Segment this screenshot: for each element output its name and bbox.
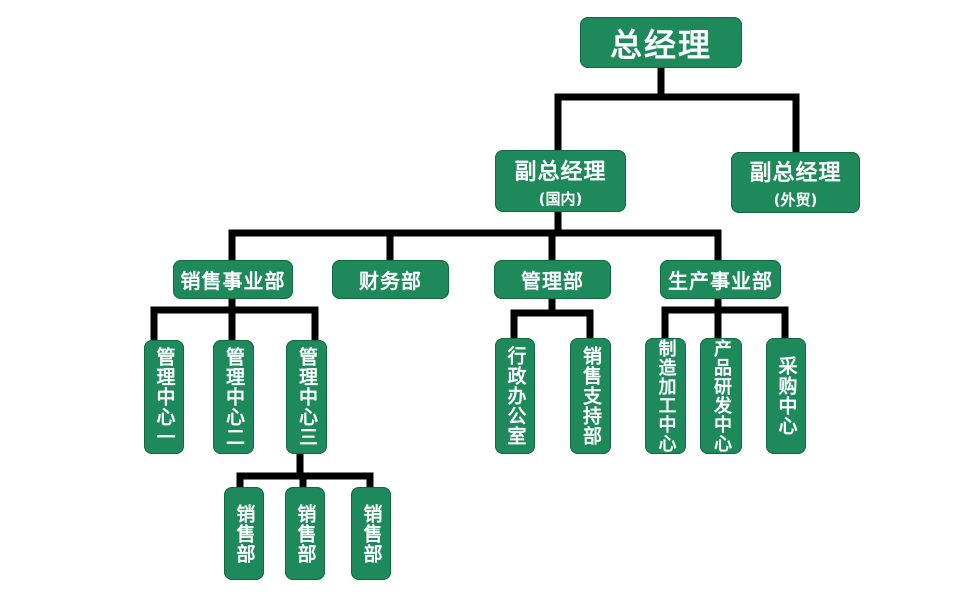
node-rd-center: 产品研发中心 xyxy=(700,338,742,454)
node-label: 产品研发中心 xyxy=(711,339,732,453)
node-label: 销售部 xyxy=(294,503,317,564)
node-label: 销售支持部 xyxy=(580,346,602,446)
node-label: 制造加工中心 xyxy=(655,339,677,453)
node-label: 销售事业部 xyxy=(180,269,286,293)
node-label: 行政办公室 xyxy=(504,346,527,446)
node-sublabel: (外贸) xyxy=(773,191,818,209)
node-production-division: 生产事业部 xyxy=(660,260,781,299)
node-label: 生产事业部 xyxy=(668,269,773,293)
node-manufacturing-center: 制造加工中心 xyxy=(645,338,686,454)
node-management-center-2: 管理中心二 xyxy=(213,340,254,454)
node-management: 管理部 xyxy=(494,260,611,299)
node-label: 副总经理 xyxy=(514,159,607,185)
node-sales-dept-1: 销售部 xyxy=(224,487,264,580)
node-admin-office: 行政办公室 xyxy=(495,338,535,454)
node-label: 管理部 xyxy=(521,269,584,293)
node-label: 管理中心三 xyxy=(296,347,318,447)
node-purchasing-center: 采购中心 xyxy=(766,338,806,454)
node-label: 管理中心二 xyxy=(223,347,245,447)
node-label: 销售部 xyxy=(360,503,383,564)
node-vp-foreign: 副总经理 (外贸) xyxy=(731,152,860,213)
node-ceo: 总经理 xyxy=(580,17,742,68)
node-label: 副总经理 xyxy=(749,161,842,186)
node-label: 总经理 xyxy=(609,25,712,64)
node-finance: 财务部 xyxy=(332,260,449,299)
node-management-center-3: 管理中心三 xyxy=(286,340,327,454)
node-vp-domestic: 副总经理 (国内) xyxy=(495,150,626,212)
node-sublabel: (国内) xyxy=(538,189,583,208)
node-management-center-1: 管理中心一 xyxy=(144,340,184,454)
node-sales-support: 销售支持部 xyxy=(570,338,611,454)
node-label: 采购中心 xyxy=(775,356,798,436)
node-sales-division: 销售事业部 xyxy=(173,260,293,299)
node-sales-dept-3: 销售部 xyxy=(351,487,391,580)
node-label: 财务部 xyxy=(359,269,422,293)
node-label: 销售部 xyxy=(233,503,256,564)
node-sales-dept-2: 销售部 xyxy=(285,487,325,580)
node-label: 管理中心一 xyxy=(153,347,176,447)
